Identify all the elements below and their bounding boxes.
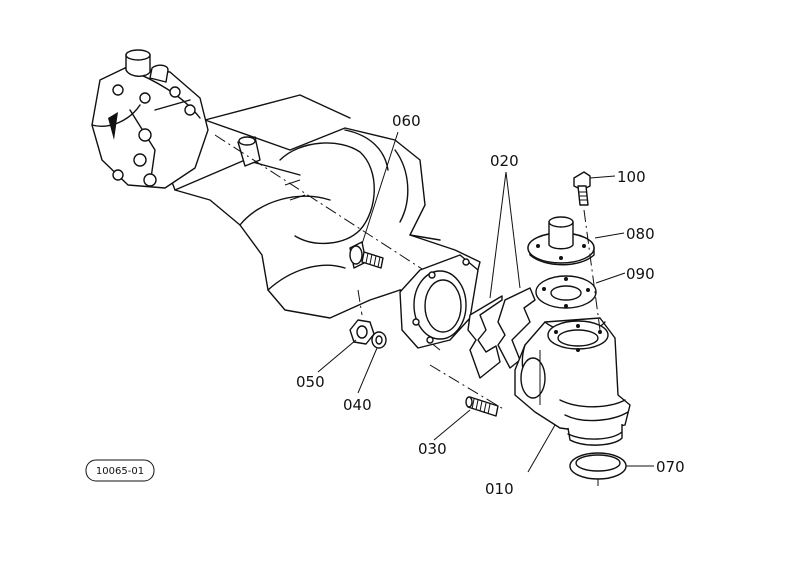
callout-010: 010 (485, 480, 514, 498)
callout-040: 040 (343, 396, 372, 414)
part-100-bolt (573, 171, 601, 331)
leader-lines (317, 131, 654, 473)
part-050-nut (349, 319, 375, 345)
callout-050: 050 (296, 373, 325, 391)
part-020-shims (467, 287, 536, 379)
axle-housing (159, 94, 506, 411)
reference-code-badge: 10065-01 (85, 459, 155, 482)
callout-070: 070 (656, 458, 685, 476)
callout-020: 020 (490, 152, 519, 170)
part-010-knuckle-case (514, 317, 631, 446)
part-060-bolt (349, 241, 384, 269)
callout-030: 030 (418, 440, 447, 458)
callout-060: 060 (392, 112, 421, 130)
reference-code: 10065-01 (96, 466, 144, 477)
part-070-seal (569, 452, 627, 486)
part-030-stud (465, 396, 499, 417)
callout-100: 100 (617, 168, 646, 186)
part-090-gasket (535, 275, 597, 309)
callout-090: 090 (626, 265, 655, 283)
final-case (91, 49, 209, 189)
callout-080: 080 (626, 225, 655, 243)
part-080-kingpin-cap (527, 216, 595, 266)
part-040-washer (371, 331, 387, 349)
